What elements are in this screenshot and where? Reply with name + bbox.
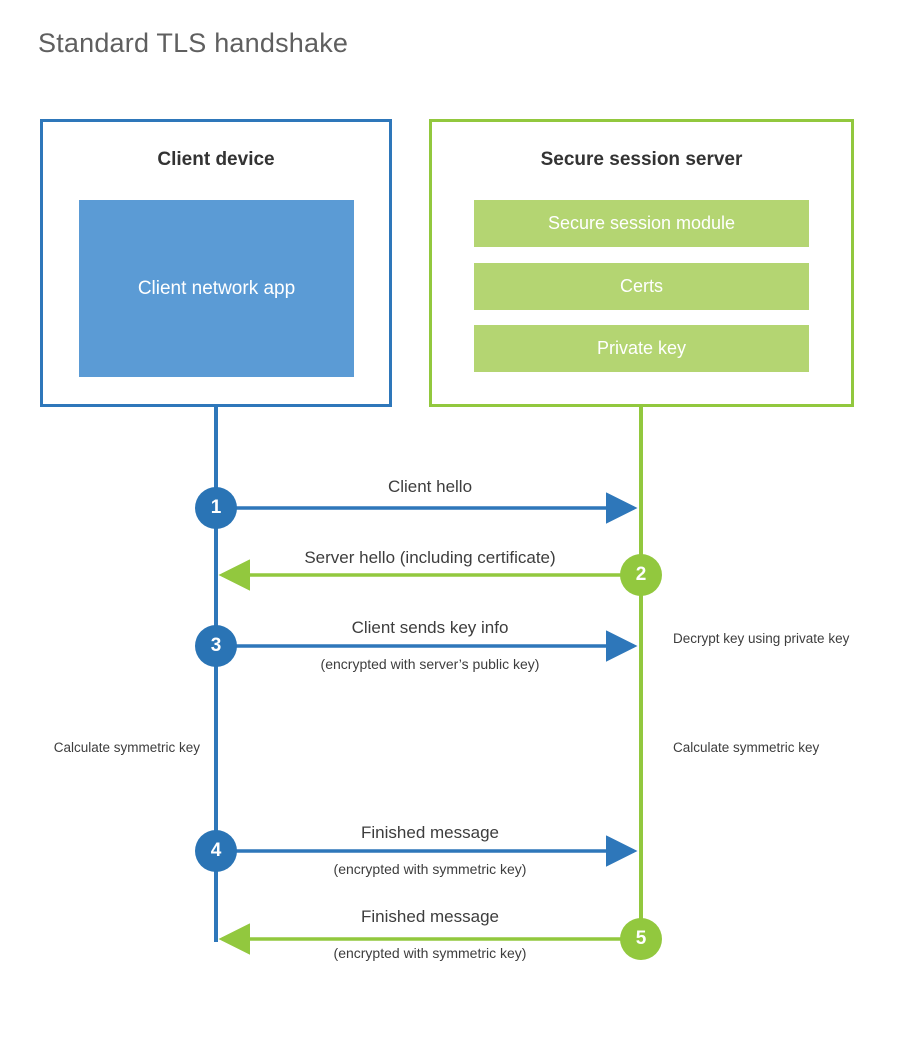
server-component-secure-session-module: Secure session module	[474, 200, 809, 247]
server-component-private-key: Private key	[474, 325, 809, 372]
client-device-box: Client device Client network app	[40, 119, 392, 407]
step-marker-4: 4	[195, 830, 237, 872]
page-title: Standard TLS handshake	[38, 28, 349, 58]
message-primary-step-4: Finished message	[361, 823, 499, 842]
message-label-step-3: Client sends key info (encrypted with se…	[230, 618, 630, 672]
step-marker-2: 2	[620, 554, 662, 596]
client-network-app-block: Client network app	[79, 200, 354, 377]
annotation-calculate-symmetric-key-server: Calculate symmetric key	[673, 740, 820, 755]
message-label-step-1: Client hello	[230, 477, 630, 497]
server-lifeline	[639, 404, 643, 940]
message-primary-step-1: Client hello	[387, 477, 473, 496]
secure-session-server-title: Secure session server	[540, 149, 743, 170]
client-device-title: Client device	[157, 149, 275, 170]
message-secondary-step-3: (encrypted with server’s public key)	[320, 655, 540, 672]
server-component-certs: Certs	[474, 263, 809, 310]
step-marker-3: 3	[195, 625, 237, 667]
client-lifeline	[214, 404, 218, 942]
annotation-decrypt-key: Decrypt key using private key	[673, 631, 850, 646]
message-secondary-step-5: (encrypted with symmetric key)	[333, 944, 527, 961]
message-secondary-step-4: (encrypted with symmetric key)	[333, 860, 527, 877]
message-label-step-5: Finished message (encrypted with symmetr…	[230, 907, 630, 961]
secure-session-server-box: Secure session server Secure session mod…	[429, 119, 854, 407]
step-marker-5: 5	[620, 918, 662, 960]
message-primary-step-2: Server hello (including certificate)	[304, 548, 556, 567]
message-label-step-4: Finished message (encrypted with symmetr…	[230, 823, 630, 877]
annotation-calculate-symmetric-key-client: Calculate symmetric key	[53, 740, 200, 755]
message-primary-step-5: Finished message	[361, 907, 499, 926]
step-marker-1: 1	[195, 487, 237, 529]
message-label-step-2: Server hello (including certificate)	[230, 548, 630, 568]
message-primary-step-3: Client sends key info	[351, 618, 509, 637]
